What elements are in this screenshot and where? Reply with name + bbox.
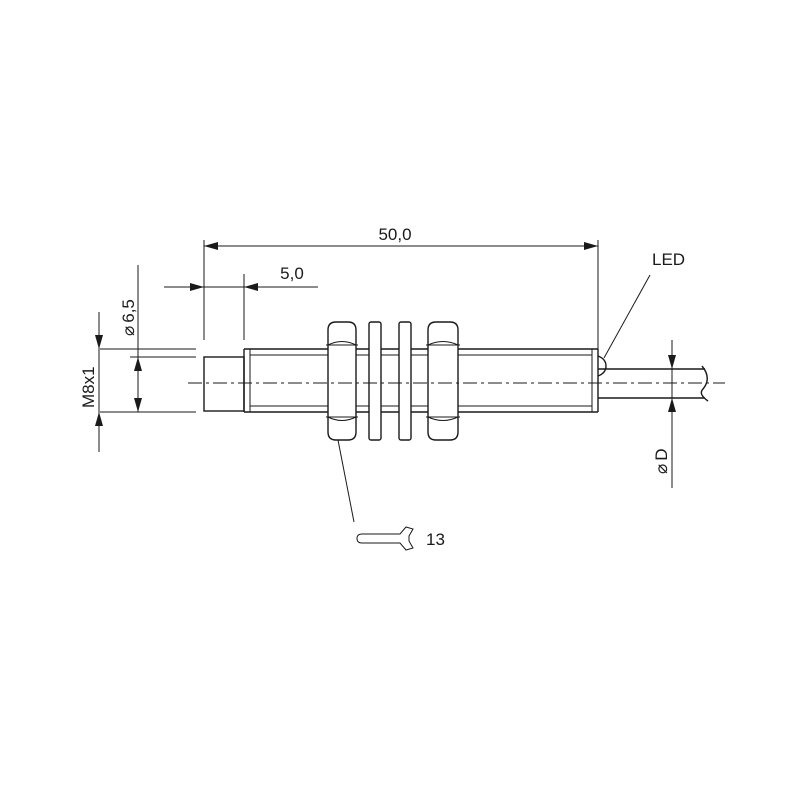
sensor-tip: [203, 356, 245, 412]
dimension-thread: M8x1: [79, 312, 103, 452]
threaded-body: [243, 348, 599, 413]
diameter-symbol-icon: ⌀: [652, 464, 671, 474]
led-label: LED: [652, 250, 685, 269]
svg-text:⌀6,5: ⌀ 6,5: [119, 299, 138, 336]
lock-washer-2: [398, 321, 412, 441]
led-window: [597, 355, 607, 377]
wrench-icon: [356, 526, 414, 551]
dimension-tip-length: 5,0: [164, 264, 318, 291]
wrench-size-callout: 13: [337, 439, 445, 551]
dimension-cable-diameter: ⌀D: [652, 340, 676, 488]
extension-lines: [100, 240, 676, 413]
diameter-symbol-icon: ⌀: [119, 326, 138, 336]
hex-nut-right: [426, 321, 460, 441]
svg-text:⌀D: ⌀D: [652, 448, 671, 474]
overall-length-label: 50,0: [378, 225, 411, 244]
lock-washer-1: [368, 321, 382, 441]
cable: [598, 365, 709, 402]
wrench-size-label: 13: [426, 530, 445, 549]
dimension-overall-length: 50,0: [204, 225, 598, 250]
tip-length-label: 5,0: [280, 264, 304, 283]
tip-diameter-label: 6,5: [119, 299, 138, 323]
thread-label: M8x1: [79, 366, 98, 408]
cable-diameter-label: D: [652, 448, 671, 460]
hex-nut-left: [326, 321, 358, 441]
dimension-tip-diameter: ⌀ 6,5: [119, 265, 196, 412]
led-callout: LED: [603, 250, 685, 359]
